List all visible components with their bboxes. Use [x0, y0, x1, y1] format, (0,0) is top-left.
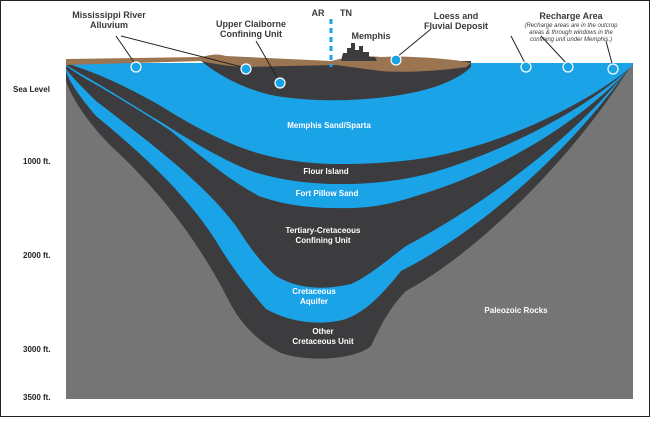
- label-recharge-note-3: confining unit under Memphis.): [530, 37, 612, 43]
- label-cretaceous-1: Cretaceous: [292, 287, 336, 296]
- depth-2000: 2000 ft.: [23, 251, 51, 260]
- label-paleozoic: Paleozoic Rocks: [484, 306, 548, 315]
- label-memphis-sand: Memphis Sand/Sparta: [287, 121, 371, 130]
- marker-alluvium: [130, 61, 142, 73]
- label-memphis: Memphis: [351, 31, 390, 41]
- label-flour-island: Flour Island: [303, 167, 348, 176]
- label-claiborne-1: Upper Claiborne: [216, 19, 286, 29]
- marker-loess: [390, 54, 402, 66]
- label-other-2: Cretaceous Unit: [292, 337, 354, 346]
- label-recharge-note-1: (Recharge areas are in the outcrop: [524, 23, 618, 29]
- marker-claiborne: [240, 63, 252, 75]
- label-alluvium-2: Alluvium: [90, 20, 128, 30]
- label-state-right: TN: [340, 8, 352, 18]
- label-tertiary-1: Tertiary-Cretaceous: [286, 226, 362, 235]
- label-recharge-note-2: areas & through windows in the: [529, 30, 613, 36]
- label-other-1: Other: [312, 327, 333, 336]
- label-tertiary-2: Confining Unit: [295, 236, 350, 245]
- label-fort-pillow: Fort Pillow Sand: [296, 189, 359, 198]
- label-recharge-title: Recharge Area: [539, 11, 603, 21]
- depth-3000: 3000 ft.: [23, 345, 51, 354]
- marker-recharge-2: [562, 61, 574, 73]
- memphis-sand-sparta: [66, 63, 633, 164]
- recharge-markers: [130, 54, 619, 89]
- label-alluvium-1: Mississippi River: [72, 10, 146, 20]
- label-cretaceous-2: Aquifer: [300, 297, 328, 306]
- marker-claiborne-2: [274, 77, 286, 89]
- depth-sea-level: Sea Level: [13, 85, 50, 94]
- callout-lines: [115, 28, 614, 82]
- marker-recharge-1: [520, 61, 532, 73]
- label-loess-2: Fluvial Deposit: [424, 21, 488, 31]
- depth-3500: 3500 ft.: [23, 393, 51, 402]
- marker-recharge-3: [607, 63, 619, 75]
- memphis-city-outline: [341, 43, 377, 61]
- label-state-left: AR: [312, 8, 325, 18]
- label-loess-1: Loess and: [434, 11, 479, 21]
- label-claiborne-2: Confining Unit: [220, 29, 282, 39]
- depth-1000: 1000 ft.: [23, 157, 51, 166]
